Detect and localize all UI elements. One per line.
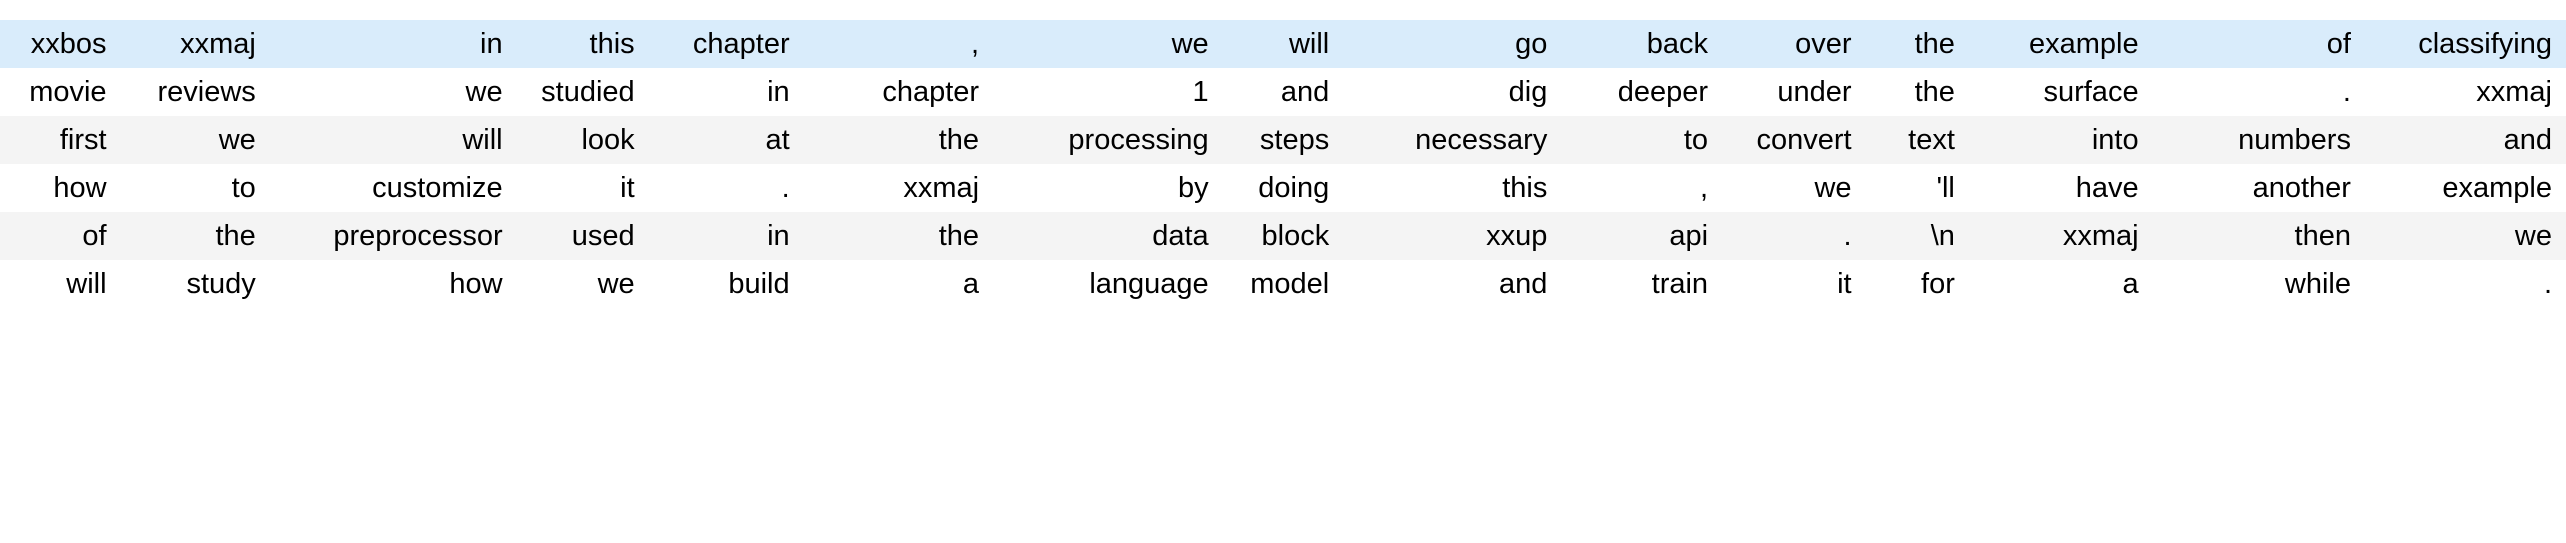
table-cell: and — [1222, 68, 1344, 116]
table-cell: used — [516, 212, 649, 260]
table-cell: to — [1561, 116, 1723, 164]
table-cell: how — [0, 164, 121, 212]
table-cell: in — [269, 20, 517, 68]
table-cell: language — [993, 260, 1223, 308]
table-cell: and — [2364, 116, 2566, 164]
table-cell: . — [1722, 212, 1866, 260]
table-cell: we — [993, 20, 1223, 68]
table-cell: surface — [1968, 68, 2153, 116]
table-cell: another — [2152, 164, 2365, 212]
table-cell: 1 — [993, 68, 1223, 116]
table-cell: necessary — [1343, 116, 1562, 164]
table-cell: we — [516, 260, 649, 308]
table-cell: train — [1561, 260, 1723, 308]
table-cell: over — [1722, 20, 1866, 68]
table-cell: numbers — [2152, 116, 2365, 164]
table-cell: xxmaj — [120, 20, 270, 68]
table-cell: build — [648, 260, 804, 308]
table-cell: block — [1222, 212, 1344, 260]
table-cell: a — [803, 260, 994, 308]
table-cell: go — [1343, 20, 1562, 68]
table-cell: while — [2152, 260, 2365, 308]
table-cell: by — [993, 164, 1223, 212]
table-cell: in — [648, 68, 804, 116]
table-cell: . — [2364, 260, 2566, 308]
table-cell: text — [1865, 116, 1969, 164]
table-cell: it — [1722, 260, 1866, 308]
table-cell: example — [2364, 164, 2566, 212]
table-cell: xxmaj — [803, 164, 994, 212]
table-cell: then — [2152, 212, 2365, 260]
table-cell: this — [1343, 164, 1562, 212]
table-cell: steps — [1222, 116, 1344, 164]
table-cell: . — [2152, 68, 2365, 116]
table-cell: look — [516, 116, 649, 164]
table-cell: we — [269, 68, 517, 116]
table-cell: \n — [1865, 212, 1969, 260]
table-cell: studied — [516, 68, 649, 116]
table-cell: xxmaj — [1968, 212, 2153, 260]
table-cell: the — [1865, 68, 1969, 116]
table-cell: this — [516, 20, 649, 68]
table-cell: it — [516, 164, 649, 212]
table-cell: deeper — [1561, 68, 1723, 116]
table-cell: xxbos — [0, 20, 121, 68]
table-cell: to — [120, 164, 270, 212]
table-cell: the — [803, 116, 994, 164]
table-cell: how — [269, 260, 517, 308]
table-cell: reviews — [120, 68, 270, 116]
table-cell: a — [1968, 260, 2153, 308]
table-cell: xxmaj — [2364, 68, 2566, 116]
table-cell: into — [1968, 116, 2153, 164]
table-cell: api — [1561, 212, 1723, 260]
table-cell: data — [993, 212, 1223, 260]
table-cell: classifying — [2364, 20, 2566, 68]
table-cell: xxup — [1343, 212, 1562, 260]
table-cell: at — [648, 116, 804, 164]
table-cell: back — [1561, 20, 1723, 68]
table-cell: processing — [993, 116, 1223, 164]
table-cell: dig — [1343, 68, 1562, 116]
table-cell: first — [0, 116, 121, 164]
table-cell: the — [1865, 20, 1969, 68]
table-cell: example — [1968, 20, 2153, 68]
table-cell: movie — [0, 68, 121, 116]
table-cell: study — [120, 260, 270, 308]
table-cell: the — [120, 212, 270, 260]
table-cell: . — [648, 164, 804, 212]
table-cell: convert — [1722, 116, 1866, 164]
table-cell: will — [0, 260, 121, 308]
table-cell: have — [1968, 164, 2153, 212]
table-cell: and — [1343, 260, 1562, 308]
table-cell: 'll — [1865, 164, 1969, 212]
table-cell: in — [648, 212, 804, 260]
table-cell: we — [1722, 164, 1866, 212]
table-cell: we — [120, 116, 270, 164]
table-cell: will — [1222, 20, 1344, 68]
table-cell: chapter — [648, 20, 804, 68]
table-cell: chapter — [803, 68, 994, 116]
table-cell: the — [803, 212, 994, 260]
table-cell: preprocessor — [269, 212, 517, 260]
table-cell: doing — [1222, 164, 1344, 212]
table-cell: will — [269, 116, 517, 164]
table-cell: model — [1222, 260, 1344, 308]
table-cell: of — [0, 212, 121, 260]
table-cell: , — [1561, 164, 1723, 212]
table-cell: we — [2364, 212, 2566, 260]
table-cell: under — [1722, 68, 1866, 116]
table-cell: customize — [269, 164, 517, 212]
table-cell: for — [1865, 260, 1969, 308]
table-cell: of — [2152, 20, 2365, 68]
table-cell: , — [803, 20, 994, 68]
